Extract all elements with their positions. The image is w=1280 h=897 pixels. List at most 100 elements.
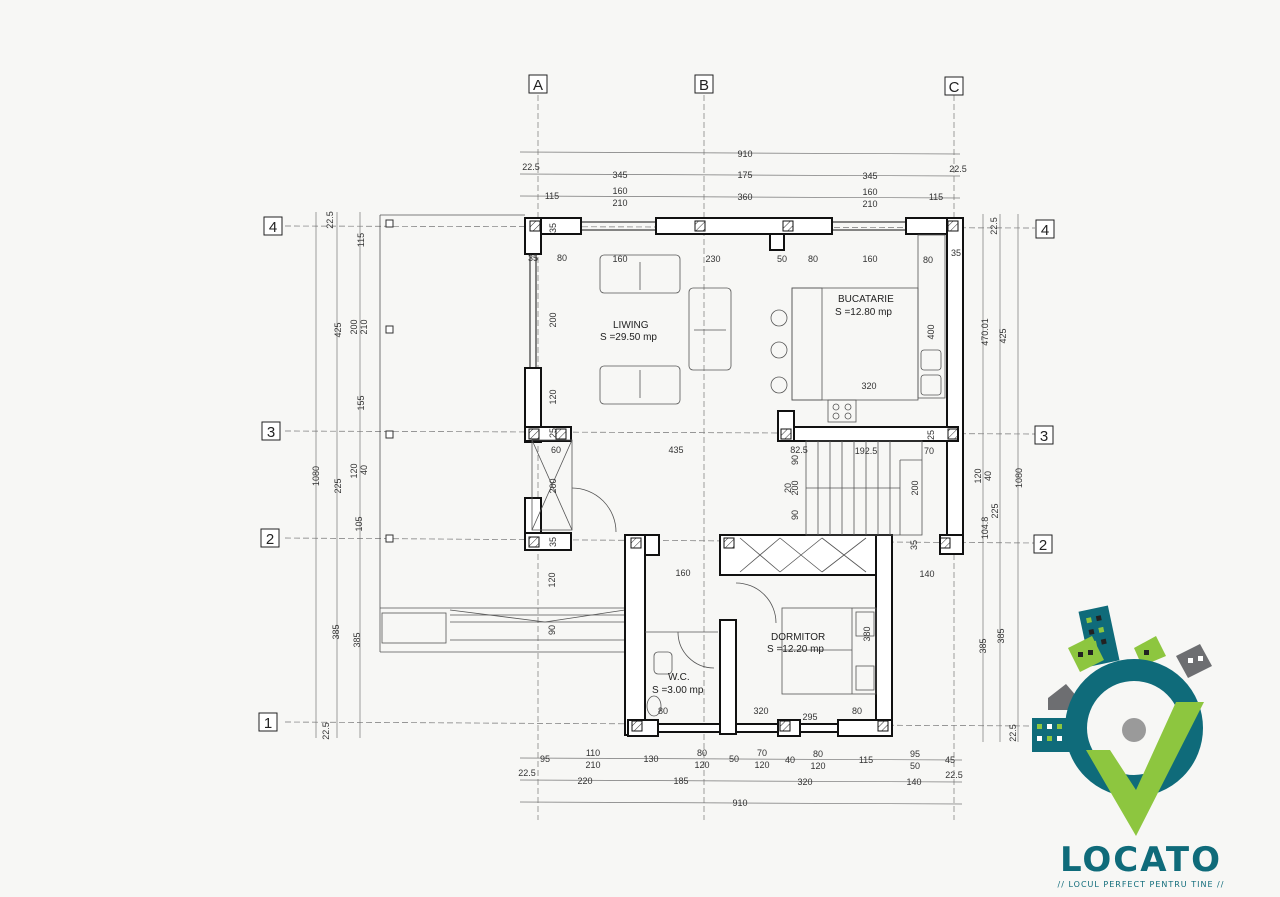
dim-bot-r2-1: 220	[577, 776, 592, 786]
bedroom-wc-fixtures	[645, 582, 877, 717]
axis-label-a: A	[533, 77, 543, 94]
dim-liv-left-1: 200	[548, 312, 558, 327]
dim-left-c2-4: 22.5	[321, 722, 331, 740]
dim-left-c3-7: 385	[352, 632, 362, 647]
dim-wc-0: 80	[658, 706, 668, 716]
dim-liv-left-0: 35	[548, 223, 558, 233]
axis-marker-b: B	[694, 74, 714, 94]
axis-label-row1-left: 1	[264, 715, 272, 732]
dim-bot-r1-0: 95	[540, 754, 550, 764]
dim-liv-top-6: 160	[862, 254, 877, 264]
dim-liv-top-8: 35	[951, 248, 961, 258]
dim-bot-r1b-2: 120	[754, 760, 769, 770]
locato-logo-icon	[1032, 605, 1212, 836]
dim-left-c3-4: 120	[349, 463, 359, 478]
dim-left-c2-0: 22.5	[325, 211, 335, 229]
living-area: S =29.50 mp	[600, 332, 657, 343]
dim-bot-r2-3: 320	[797, 777, 812, 787]
left-dimensions: 1080 22.5 425 225 385 22.5 115 200 210 1…	[311, 211, 369, 740]
dim-bot-r1b-0: 210	[585, 760, 600, 770]
axis-label-row2-left: 2	[266, 531, 274, 548]
dim-row3-1: 435	[668, 445, 683, 455]
living-name: LIWING	[613, 320, 649, 331]
dim-liv-left-2: 120	[548, 389, 558, 404]
dim-top-r3-4: 115	[929, 192, 943, 202]
dim-liv-top-3: 230	[705, 254, 720, 264]
dim-right-overall: 1080	[1014, 468, 1024, 488]
axis-marker-row4-left: 4	[263, 216, 283, 236]
dim-bot-r1-10: 45	[945, 755, 955, 765]
kitchen-name: BUCATARIE	[838, 294, 894, 305]
dim-hall-1: 140	[919, 569, 934, 579]
bedroom-name: DORMITOR	[771, 632, 825, 643]
dim-top-r2-2: 175	[737, 170, 752, 180]
axis-label-row4-left: 4	[269, 219, 277, 236]
staircase	[805, 440, 923, 536]
dim-right-a-6: 22.5	[1008, 724, 1018, 742]
dim-right-a-2: 120	[973, 468, 983, 483]
dim-kitchen-0: 400	[926, 324, 936, 339]
dim-liv-top-2: 160	[612, 254, 627, 264]
dim-left-c3-6: 105	[354, 516, 364, 531]
dim-bot-overall: 910	[732, 798, 747, 808]
dim-bot-r1-6: 40	[785, 755, 795, 765]
dim-top-r3-2: 360	[737, 192, 752, 202]
room-label-kitchen: BUCATARIE S =12.80 mp	[835, 294, 894, 318]
dim-left-c3-2: 210	[359, 319, 369, 334]
dim-top-overall: 910	[737, 149, 752, 159]
dim-bot-r2-2: 185	[673, 776, 688, 786]
axis-marker-row3-left: 3	[261, 421, 281, 441]
axis-label-c: C	[949, 79, 960, 96]
axis-marker-c: C	[944, 76, 964, 96]
room-label-wc: W.C. S =3.00 mp	[652, 672, 704, 696]
axis-marker-row3-right: 3	[1034, 425, 1054, 445]
room-label-bedroom: DORMITOR S =12.20 mp	[767, 632, 825, 655]
axis-marker-row2-left: 2	[260, 528, 280, 548]
dim-left-c3-5: 40	[359, 465, 369, 475]
logo-name: LOCATO	[1059, 840, 1223, 880]
dim-bot-r1-9: 95	[910, 749, 920, 759]
dim-top-r3-0: 115	[545, 191, 559, 201]
dim-liv-left-3: 25	[548, 428, 558, 438]
dim-top-r3b-0: 210	[612, 198, 627, 208]
dim-liv-top-5: 80	[808, 254, 818, 264]
dim-right-a-4: 104.8	[980, 517, 990, 540]
dim-liv-left-5: 35	[548, 537, 558, 547]
dim-top-r2-1: 345	[612, 170, 627, 180]
dim-top-r3-3: 160	[862, 187, 877, 197]
right-dimensions: 22.5 470.01 120 40 104.8 385 22.5 425 22…	[973, 214, 1024, 742]
dim-bot-r2-4: 140	[906, 777, 921, 787]
dim-left-c3-3: 155	[356, 395, 366, 410]
dim-liv-top-1: 80	[557, 253, 567, 263]
dim-liv-left-4: 200	[548, 478, 558, 493]
bedroom-area: S =12.20 mp	[767, 644, 824, 655]
room-label-living: LIWING S =29.50 mp	[600, 320, 657, 343]
dim-hall-0: 160	[675, 568, 690, 578]
dim-top-r2-0: 22.5	[522, 162, 540, 172]
interior-dimensions: 35 80 160 230 50 80 160 80 35 35 200 120…	[528, 223, 961, 722]
dim-stairs-3: 200	[910, 480, 920, 495]
dim-row3-3: 192.5	[855, 446, 878, 456]
dim-stairs-6: 35	[909, 540, 919, 550]
dim-right-a-1: 470.01	[980, 318, 990, 346]
dim-bot-r2-0: 22.5	[518, 768, 536, 778]
dim-bot-r1-5: 70	[757, 748, 767, 758]
dim-right-a-0: 22.5	[989, 217, 999, 235]
dim-bot-r1-8: 115	[859, 755, 873, 765]
dim-left-c3-1: 200	[349, 319, 359, 334]
living-furniture	[531, 254, 732, 533]
dim-left-c2-1: 425	[333, 322, 343, 337]
dim-stairs-1: 20	[783, 483, 793, 493]
dim-left-overall: 1080	[311, 466, 321, 486]
bottom-dimensions: 95 110 130 80 50 70 40 80 115 95 45 210 …	[518, 748, 963, 808]
dim-bot-r1b-3: 120	[810, 761, 825, 771]
dim-kitchen-1: 320	[861, 381, 876, 391]
dim-terrace-1: 90	[547, 625, 557, 635]
dim-bot-r1-1: 110	[586, 748, 600, 758]
dim-stairs-0: 90	[790, 455, 800, 465]
dim-top-r2-4: 22.5	[949, 164, 967, 174]
dim-bot-r1-3: 80	[697, 748, 707, 758]
logo-tagline: // LOCUL PERFECT PENTRU TINE //	[1057, 880, 1225, 889]
dim-right-b-2: 385	[996, 628, 1006, 643]
